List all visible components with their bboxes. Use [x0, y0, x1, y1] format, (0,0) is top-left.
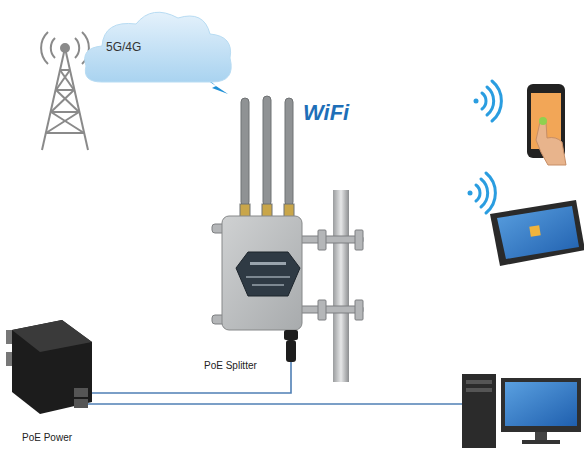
cloud-node: 5G/4G: [80, 4, 236, 90]
wifi-icon: [468, 81, 502, 213]
network-label: 5G/4G: [106, 40, 236, 54]
cell-tower: [41, 32, 89, 150]
device-label: PoE Power: [22, 432, 72, 443]
mounting-pole: [333, 190, 349, 382]
antenna: [240, 96, 294, 218]
ethernet-cable: [88, 362, 463, 404]
cloud-shape: [80, 4, 236, 90]
poe-adapter: [6, 320, 92, 414]
desktop-computer: [462, 374, 581, 448]
smartphone: [527, 84, 566, 165]
outdoor-router: [212, 216, 302, 330]
tablet: [490, 200, 584, 266]
cable-gland: [284, 330, 298, 362]
wifi-title: WiFi: [303, 100, 349, 126]
device-label: PoE Splitter: [204, 360, 257, 371]
